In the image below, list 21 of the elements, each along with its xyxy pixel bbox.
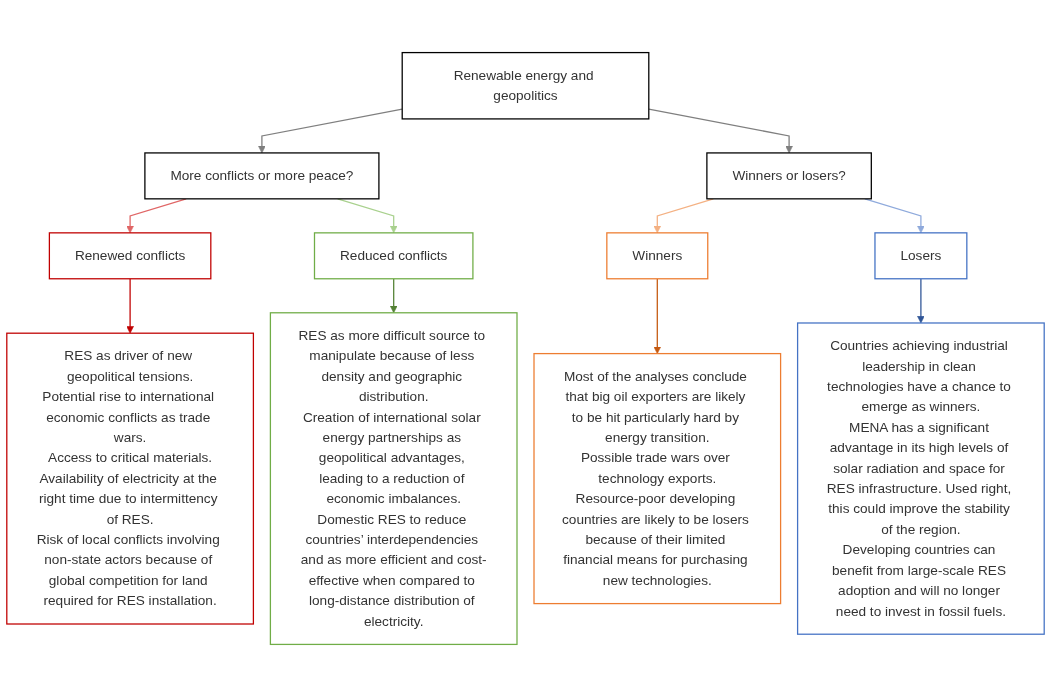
node-box: Reduced conflicts [313, 232, 474, 280]
arrow [337, 198, 398, 234]
arrow [648, 108, 793, 154]
arrow [864, 198, 925, 234]
arrow [389, 278, 398, 314]
arrow [126, 278, 134, 334]
arrow [653, 198, 714, 234]
node-box: Renewed conflicts [48, 232, 212, 280]
node-box: Winners [606, 232, 709, 280]
node-box: Most of the analyses conclude that big oil exporters are likely to be hit particularly hard by energy transition. Possible trade wars over technology exports. Resource-poor developing countries are likely to be losers because of their limited financial means for purchasing new technologies. [533, 352, 782, 605]
node-box: RES as driver of new geopolitical tensions. Potential rise to international economic conflicts as trade wars. Access to critical materials. Availability of electricity at the right time due to intermittency of RES. Risk of local conflicts involving non-state actors because of global competition for land required for RES installation. [6, 332, 255, 625]
node-box: Losers [874, 232, 968, 280]
arrow [917, 278, 925, 324]
node-box: Renewable energy and geopolitics [401, 51, 650, 120]
node-box: Countries achieving industrial leadership in clean technologies have a chance to emerge as winners. MENA has a significant advantage in its high levels of solar radiation and space for RES infrastructure. Used right, this could improve the stability of the region. Developing countries can benefit from large-scale RES adoption and will no longer need to invest in fossil fuels. [796, 322, 1045, 635]
node-box: Winners or losers? [706, 152, 872, 200]
arrow [258, 108, 403, 154]
node-box: More conflicts or more peace? [144, 152, 380, 200]
arrow [126, 198, 187, 234]
arrow [653, 278, 662, 354]
node-box: RES as more difficult source to manipulate because of less density and geographic distribution. Creation of international solar energy partnerships as geopolitical advantages, leading to a reduction of economic imbalances. Domestic RES to reduce countries’ interdependencies and as more efficient and cost-effective when compared to long-distance distribution of electricity. [269, 312, 518, 646]
